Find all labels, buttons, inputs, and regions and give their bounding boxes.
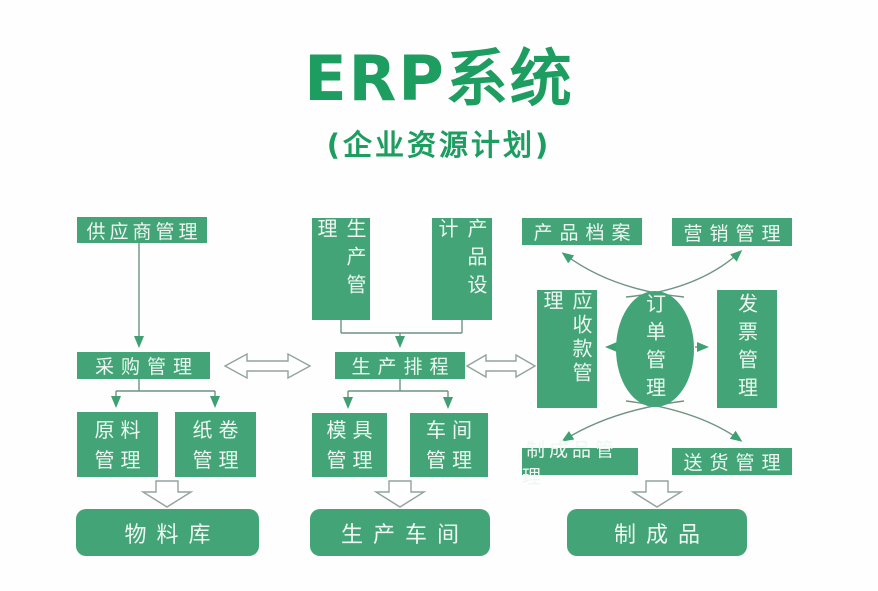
node-raw-material-management: 原料管理	[77, 412, 158, 477]
node-finished-products: 制成品	[567, 509, 747, 556]
node-purchase-management: 采购管理	[77, 352, 210, 379]
node-delivery-management: 送货管理	[672, 448, 792, 475]
double-arrow-scheduling-receivables	[465, 353, 537, 379]
node-product-design: 产品设计	[432, 218, 492, 320]
node-invoice-management: 发票管理	[717, 290, 777, 408]
block-arrow-to-production-workshop	[373, 480, 427, 508]
node-paper-roll-management: 纸卷管理	[175, 412, 256, 477]
node-product-archive: 产品档案	[522, 218, 642, 245]
node-supplier-management: 供应商管理	[77, 217, 207, 243]
page-title: ERP系统	[304, 42, 574, 115]
node-mold-management: 模具管理	[312, 413, 387, 477]
block-arrow-to-finished-products	[630, 480, 684, 508]
double-arrow-purchase-scheduling	[223, 352, 312, 380]
block-arrow-to-material-store	[140, 480, 194, 508]
node-receivables-management: 应收款管理	[537, 290, 597, 408]
page-subtitle: (企业资源计划)	[326, 128, 552, 162]
node-production-scheduling: 生产排程	[335, 352, 465, 379]
node-order-management: 订单管理	[616, 291, 694, 407]
node-production-workshop: 生产车间	[310, 509, 490, 556]
node-production-management: 生产管理	[312, 218, 370, 320]
node-workshop-management: 车间管理	[410, 413, 488, 477]
node-marketing-management: 营销管理	[672, 218, 792, 246]
node-material-store: 物料库	[76, 509, 259, 556]
node-finished-product-management: 制成品管理	[522, 439, 638, 488]
